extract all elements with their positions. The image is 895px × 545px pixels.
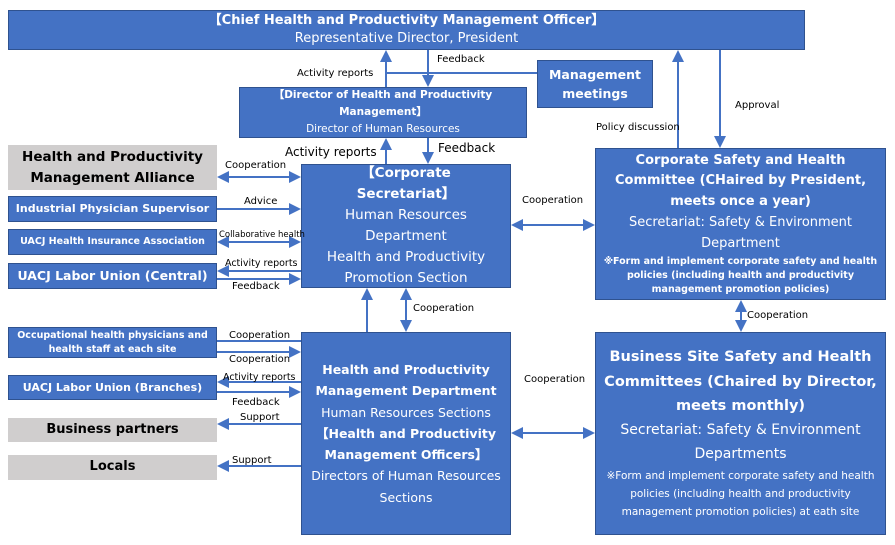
site-committee-secretariat: Secretariat: Safety & Environment Depart…: [620, 422, 861, 462]
corporate-secretariat-box: 【Corporate Secretariat】 Human Resources …: [301, 164, 511, 288]
chief-officer-subtitle: Representative Director, President: [294, 31, 519, 46]
label-activity-reports-branches: Activity reports: [223, 372, 296, 383]
label-cooperation-dept: Cooperation: [413, 303, 475, 314]
chief-officer-box: 【Chief Health and Productivity Managemen…: [8, 10, 805, 50]
label-support-locals: Support: [232, 455, 272, 466]
management-meetings-box: Management meetings: [537, 60, 653, 108]
union-central-box: UACJ Labor Union (Central): [8, 263, 217, 289]
corp-committee-note: ※Form and implement corporate safety and…: [603, 255, 878, 296]
physician-label: Industrial Physician Supervisor: [15, 202, 210, 216]
label-feedback-branches: Feedback: [232, 397, 280, 408]
site-committee-title: Business Site Safety and Health Committe…: [604, 349, 877, 415]
label-support-partners: Support: [240, 412, 280, 423]
union-branches-label: UACJ Labor Union (Branches): [22, 380, 203, 394]
hpm-dept-line1: Human Resources Sections: [321, 404, 491, 420]
label-activity-reports-union: Activity reports: [225, 258, 298, 269]
management-meetings-title: Management meetings: [548, 66, 641, 101]
alliance-label: Health and Productivity Management Allia…: [22, 148, 203, 186]
hia-label: UACJ Health Insurance Association: [20, 235, 205, 247]
alliance-box: Health and Productivity Management Allia…: [8, 145, 217, 190]
union-branches-box: UACJ Labor Union (Branches): [8, 375, 217, 400]
site-committee-box: Business Site Safety and Health Committe…: [595, 332, 886, 535]
label-activity-reports-mid: Activity reports: [285, 145, 377, 159]
hpm-dept-title: Health and Productivity Management Depar…: [315, 362, 497, 399]
partners-label: Business partners: [46, 421, 179, 437]
corp-committee-secretariat: Secretariat: Safety & Environment Depart…: [628, 215, 853, 251]
label-collaborative-health: Collaborative health: [219, 230, 305, 240]
secretariat-line1: Human Resources Department: [345, 207, 467, 244]
label-cooperation-site: Cooperation: [524, 374, 586, 385]
label-approval: Approval: [735, 100, 780, 111]
director-subtitle: Director of Human Resources: [306, 122, 460, 135]
label-cooperation-alliance: Cooperation: [225, 160, 287, 171]
label-feedback-mid: Feedback: [438, 141, 496, 155]
union-central-label: UACJ Labor Union (Central): [17, 268, 208, 284]
hpm-dept-title2: 【Health and Productivity Management Offi…: [315, 425, 496, 463]
hpm-dept-line2: Directors of Human Resources Sections: [311, 468, 501, 505]
secretariat-line2: Health and Productivity Promotion Sectio…: [326, 248, 486, 286]
corp-committee-title: Corporate Safety and Health Committee (C…: [614, 152, 867, 210]
physician-box: Industrial Physician Supervisor: [8, 196, 217, 222]
label-cooperation-committee: Cooperation: [522, 195, 584, 206]
site-committee-note: ※Form and implement corporate safety and…: [606, 469, 875, 519]
director-title: 【Director of Health and Productivity Man…: [273, 89, 493, 119]
hpm-department-box: Health and Productivity Management Depar…: [301, 332, 511, 535]
label-activity-reports-top: Activity reports: [297, 68, 374, 79]
locals-box: Locals: [8, 455, 217, 480]
label-cooperation-committees: Cooperation: [747, 310, 809, 321]
locals-label: Locals: [89, 459, 136, 475]
secretariat-title: 【Corporate Secretariat】: [356, 165, 456, 203]
director-box: 【Director of Health and Productivity Man…: [239, 87, 527, 138]
label-feedback-union: Feedback: [232, 281, 280, 292]
chief-officer-title: 【Chief Health and Productivity Managemen…: [208, 12, 605, 28]
label-policy-discussion: Policy discussion: [596, 122, 680, 133]
partners-box: Business partners: [8, 418, 217, 442]
label-advice: Advice: [244, 196, 278, 207]
occupational-label: Occupational health physicians and healt…: [17, 330, 208, 355]
label-cooperation-occupational: Cooperation: [229, 330, 291, 341]
occupational-box: Occupational health physicians and healt…: [8, 327, 217, 358]
label-feedback-top: Feedback: [437, 54, 485, 65]
corporate-committee-box: Corporate Safety and Health Committee (C…: [595, 148, 886, 300]
label-cooperation-occupational-2: Cooperation: [229, 354, 291, 365]
hia-box: UACJ Health Insurance Association: [8, 229, 217, 255]
